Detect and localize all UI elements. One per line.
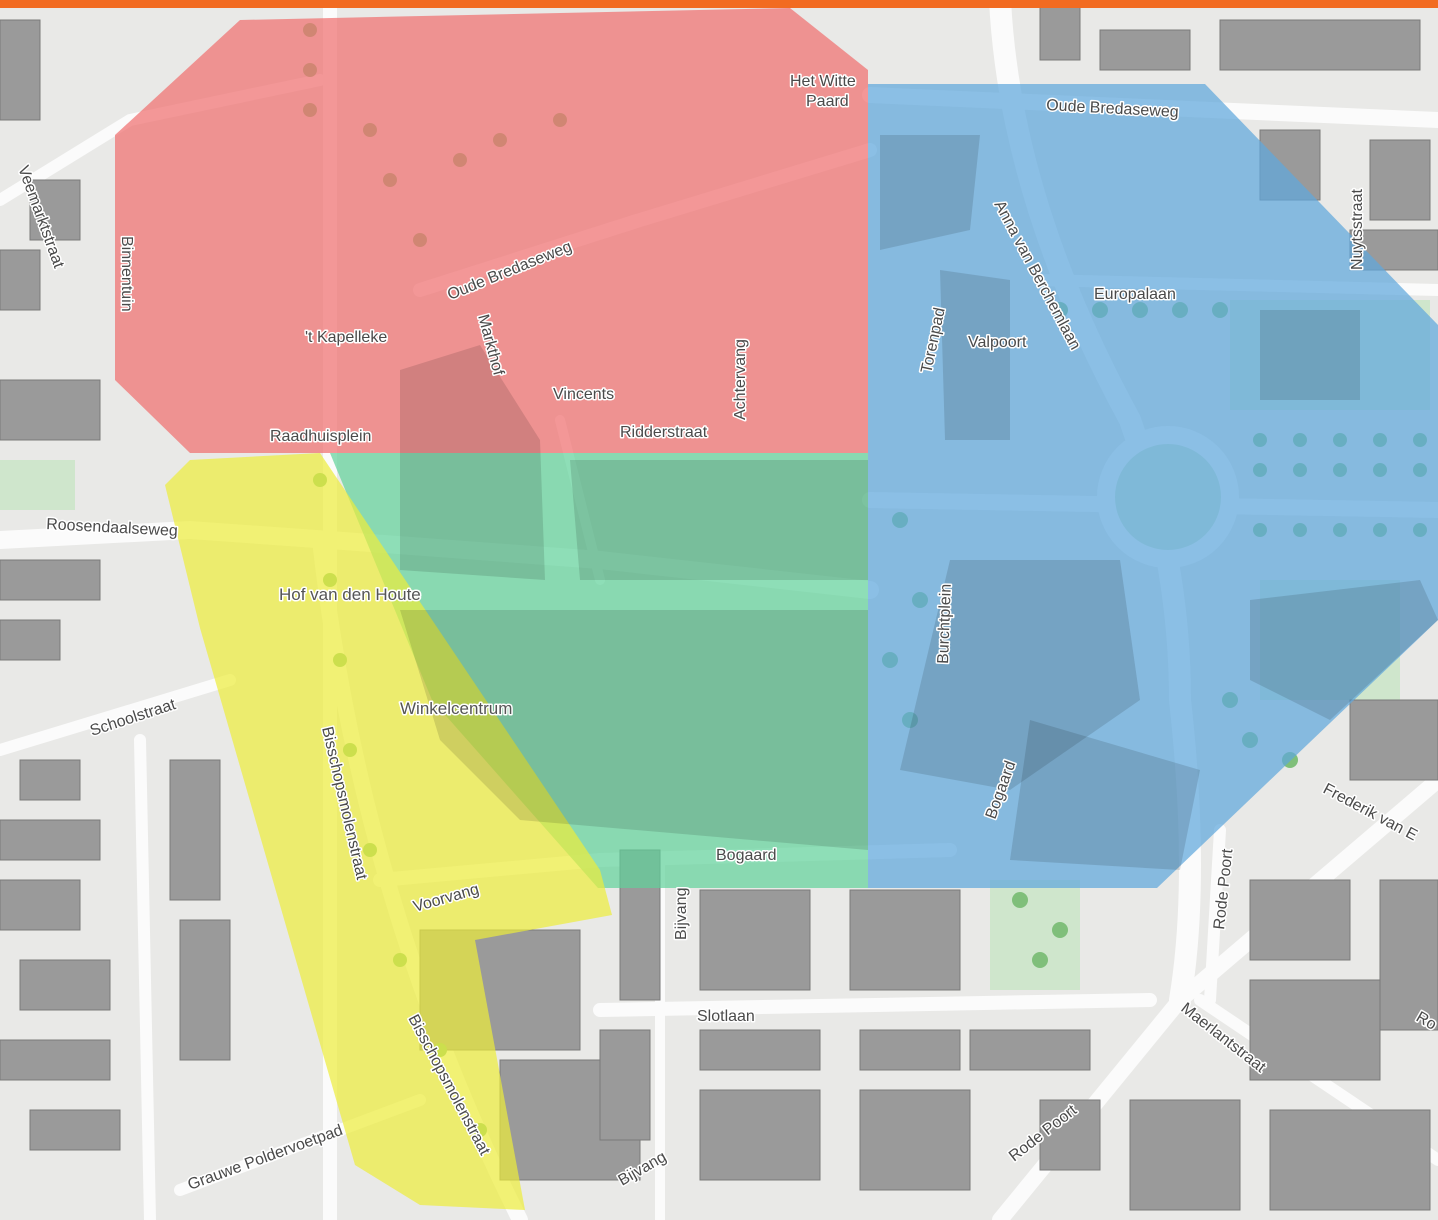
label-hof-van-den-houte: Hof van den Houte — [279, 585, 421, 604]
label-raadhuisplein: Raadhuisplein — [270, 428, 371, 445]
label-vincents: Vincents — [553, 386, 614, 403]
label-het-witte-paard-2: Paard — [806, 93, 849, 110]
large-buildings — [400, 135, 1438, 870]
label-slotlaan: Slotlaan — [697, 1008, 755, 1025]
zone-yellow[interactable] — [165, 453, 612, 1210]
label-het-witte-paard-1: Het Witte — [790, 73, 856, 90]
label-bijvang-1: Bijvang — [673, 888, 690, 940]
label-europalaan: Europalaan — [1094, 286, 1176, 303]
zone-blue[interactable] — [868, 84, 1438, 888]
label-valpoort: Valpoort — [968, 334, 1027, 351]
zone-red[interactable] — [115, 8, 868, 453]
label-winkelcentrum: Winkelcentrum — [400, 699, 512, 718]
label-bogaard-1: Bogaard — [716, 847, 777, 864]
accent-bar — [0, 0, 1438, 8]
label-binnentuin: Binnentuin — [118, 236, 135, 312]
label-burchtplein: Burchtplein — [935, 584, 955, 665]
label-nuytsstraat: Nuytsstraat — [1349, 189, 1366, 270]
label-achtervang: Achtervang — [732, 339, 749, 420]
zone-green[interactable] — [330, 453, 868, 888]
label-ridderstraat: Ridderstraat — [620, 424, 708, 441]
label-kapelleke: 't Kapelleke — [305, 329, 387, 346]
